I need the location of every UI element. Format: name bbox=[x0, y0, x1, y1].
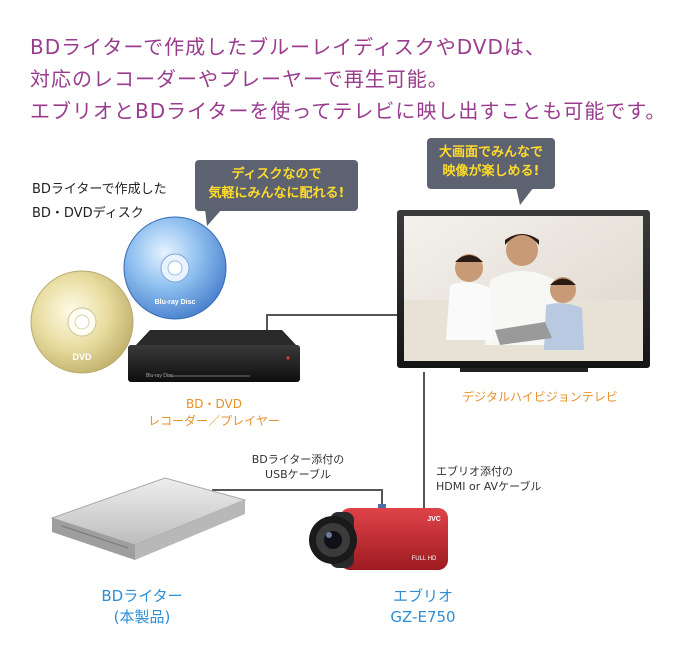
camcorder-label-line-1: エブリオ bbox=[392, 587, 453, 605]
dvd-disc: DVD bbox=[30, 270, 134, 374]
player-bluray-mark: Blu-ray Disc bbox=[146, 373, 173, 379]
heading-line-1: BDライターで作成したブルーレイディスクやDVDは、 bbox=[30, 35, 546, 59]
tv-label: デジタルハイビジョンテレビ bbox=[462, 390, 618, 404]
heading-line-3: エブリオとBDライターを使ってテレビに映し出すことも可能です。 bbox=[30, 99, 667, 123]
disc-caption-line-1: BDライターで作成した bbox=[32, 182, 167, 197]
usb-cable-line-2: USBケーブル bbox=[265, 468, 331, 481]
bubble-disc-line-2: 気軽にみんなに配れる! bbox=[208, 186, 345, 201]
bd-player: Blu-ray Disc bbox=[128, 330, 300, 382]
bd-writer-device bbox=[50, 477, 247, 560]
camcorder: JVC FULL HD bbox=[309, 508, 448, 570]
player-label-line-2: レコーダー／プレイヤー bbox=[148, 414, 280, 428]
hdmi-cable-label: エブリオ添付の HDMI or AVケーブル bbox=[436, 464, 541, 494]
tv-set bbox=[397, 210, 650, 372]
heading-line-2: 対応のレコーダーやプレーヤーで再生可能。 bbox=[30, 67, 449, 91]
usb-cable-line-1: BDライター添付の bbox=[251, 453, 345, 466]
bd-writer-label-line-2: (本製品) bbox=[113, 608, 171, 626]
camcorder-label-line-2: GZ-E750 bbox=[390, 608, 456, 626]
bubble-tv-line-2: 映像が楽しめる! bbox=[442, 164, 540, 179]
camcorder-label: エブリオ GZ-E750 bbox=[368, 586, 478, 628]
bluray-disc: Blu-ray Disc bbox=[123, 216, 227, 320]
bd-writer-label-line-1: BDライター bbox=[101, 587, 183, 605]
player-label: BD・DVD レコーダー／プレイヤー bbox=[134, 396, 294, 430]
tv-screen-family bbox=[404, 234, 643, 361]
player-label-line-1: BD・DVD bbox=[186, 397, 242, 411]
bd-writer-label: BDライター (本製品) bbox=[72, 586, 212, 628]
camera-brand-mark: JVC bbox=[427, 516, 441, 523]
bluray-mark: Blu-ray Disc bbox=[155, 299, 196, 306]
bubble-disc: ディスクなので 気軽にみんなに配れる! bbox=[195, 160, 358, 211]
bubble-disc-line-1: ディスクなので bbox=[231, 167, 322, 182]
hdmi-cable-line-2: HDMI or AVケーブル bbox=[436, 480, 542, 493]
usb-cable-label: BDライター添付の USBケーブル bbox=[246, 452, 350, 482]
bubble-tv-line-1: 大画面でみんなで bbox=[438, 145, 543, 160]
dvd-mark: DVD bbox=[72, 352, 92, 362]
disc-caption-line-2: BD・DVDディスク bbox=[32, 206, 144, 221]
camera-fullhd-mark: FULL HD bbox=[412, 556, 437, 562]
disc-caption: BDライターで作成した BD・DVDディスク bbox=[32, 178, 167, 226]
hdmi-cable-line-1: エブリオ添付の bbox=[436, 465, 513, 478]
bubble-tv: 大画面でみんなで 映像が楽しめる! bbox=[427, 138, 555, 189]
